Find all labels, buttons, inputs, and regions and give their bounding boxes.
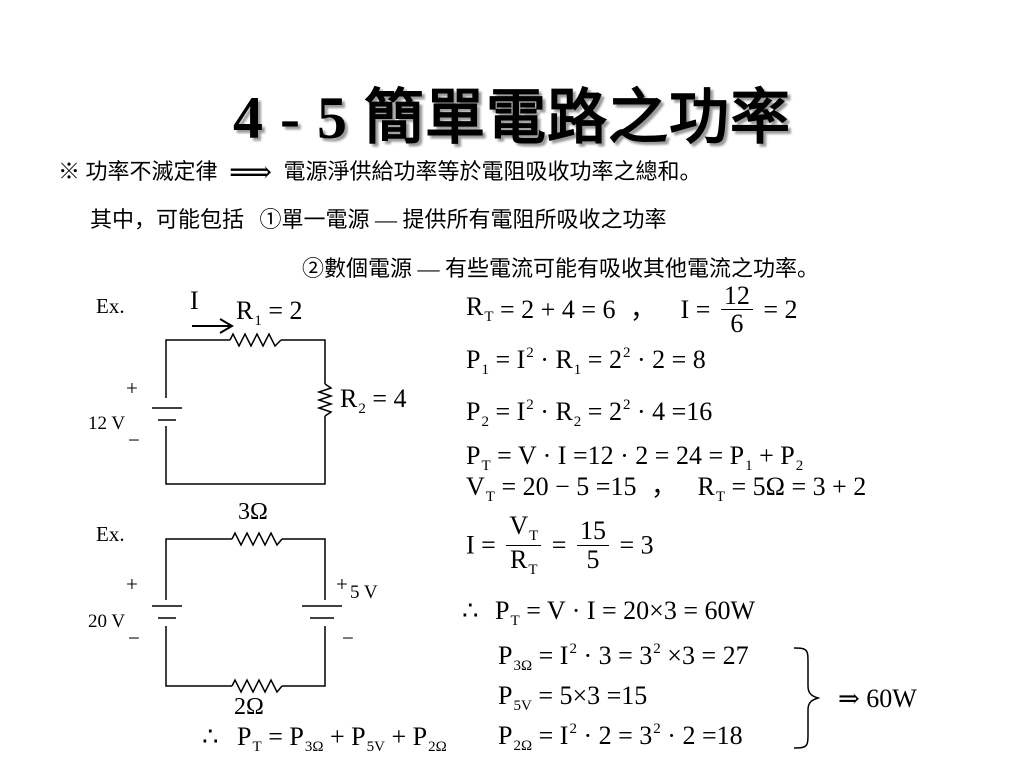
equation-p3ohm: P3Ω = I2 · 3 = 32 ×3 = 27 bbox=[498, 641, 749, 674]
implies-arrow-icon: ⟹ bbox=[229, 156, 273, 189]
cases-prefix: 其中，可能包括 bbox=[90, 207, 245, 232]
circuit-2 bbox=[152, 531, 342, 694]
left-source-plus: + bbox=[126, 572, 138, 596]
cases-line-1: 其中，可能包括 ①單一電源 — 提供所有電阻所吸收之功率 bbox=[90, 209, 667, 231]
right-source-minus: − bbox=[342, 626, 354, 650]
wire bbox=[165, 626, 232, 687]
equation-power-balance: ∴ PT = P3Ω + P5V + P2Ω bbox=[202, 722, 447, 755]
equation-p2ohm: P2Ω = I2 · 2 = 32 · 2 =18 bbox=[498, 721, 743, 754]
wire bbox=[165, 339, 230, 398]
case-multiple-sources: ②數個電源 — 有些電流可能有吸收其他電流之功率。 bbox=[302, 256, 820, 281]
current-label: I bbox=[190, 286, 199, 315]
wire bbox=[165, 416, 326, 485]
equation-pt-total: ∴ PT = V · I = 20×3 = 60W bbox=[462, 596, 756, 629]
source-voltage-5v: 5 V bbox=[350, 582, 378, 603]
sum-result: ⇒ 60W bbox=[838, 684, 917, 713]
law-statement: 電源淨供給功率等於電阻吸收功率之總和。 bbox=[283, 159, 702, 184]
wire bbox=[281, 339, 326, 384]
resistor-r2-icon bbox=[316, 383, 334, 417]
example-2-label: Ex. bbox=[96, 522, 125, 546]
source-voltage-12v: 12 V bbox=[88, 413, 126, 434]
therefore-icon: ∴ bbox=[202, 722, 219, 751]
therefore-icon: ∴ bbox=[462, 596, 479, 625]
left-source-minus: − bbox=[128, 626, 140, 650]
right-source-plus: + bbox=[336, 572, 348, 596]
reference-mark: ※ bbox=[58, 159, 81, 184]
resistor-2ohm-icon bbox=[231, 678, 283, 694]
law-name: 功率不滅定律 bbox=[85, 159, 218, 184]
source-minus-sign: − bbox=[128, 428, 140, 452]
circuit-1 bbox=[152, 318, 334, 485]
r1-label: R1 = 2 bbox=[236, 296, 303, 329]
equation-vt-rt: VT = 20 − 5 =15 ， RT = 5Ω = 3 + 2 bbox=[466, 472, 867, 505]
equation-p1: P1 = I2 · R1 = 22 · 2 = 8 bbox=[466, 345, 706, 378]
case-single-source: ①單一電源 — 提供所有電阻所吸收之功率 bbox=[259, 207, 667, 232]
equation-p5v: P5V = 5×3 =15 bbox=[498, 681, 648, 714]
resistor-3ohm-icon bbox=[231, 531, 283, 547]
wire bbox=[165, 538, 232, 600]
resistor-2ohm-label: 2Ω bbox=[234, 694, 264, 720]
wire bbox=[282, 626, 326, 687]
right-brace bbox=[793, 647, 821, 749]
resistor-r1-icon bbox=[229, 332, 282, 348]
equation-pt: PT = V · I =12 · 2 = 24 = P1 + P2 bbox=[466, 441, 804, 474]
source-voltage-20v: 20 V bbox=[88, 611, 126, 632]
law-line: ※ 功率不滅定律 ⟹ 電源淨供給功率等於電阻吸收功率之總和。 bbox=[58, 158, 702, 188]
resistor-3ohm-label: 3Ω bbox=[238, 499, 268, 525]
example-1-label: Ex. bbox=[96, 294, 125, 318]
equation-p2: P2 = I2 · R2 = 22 · 4 =16 bbox=[466, 397, 713, 430]
r2-label: R2 = 4 bbox=[340, 384, 407, 417]
source-plus-sign: + bbox=[126, 376, 138, 400]
page-title: 4 - 5 簡單電路之功率 bbox=[233, 85, 791, 151]
wire bbox=[282, 538, 326, 600]
